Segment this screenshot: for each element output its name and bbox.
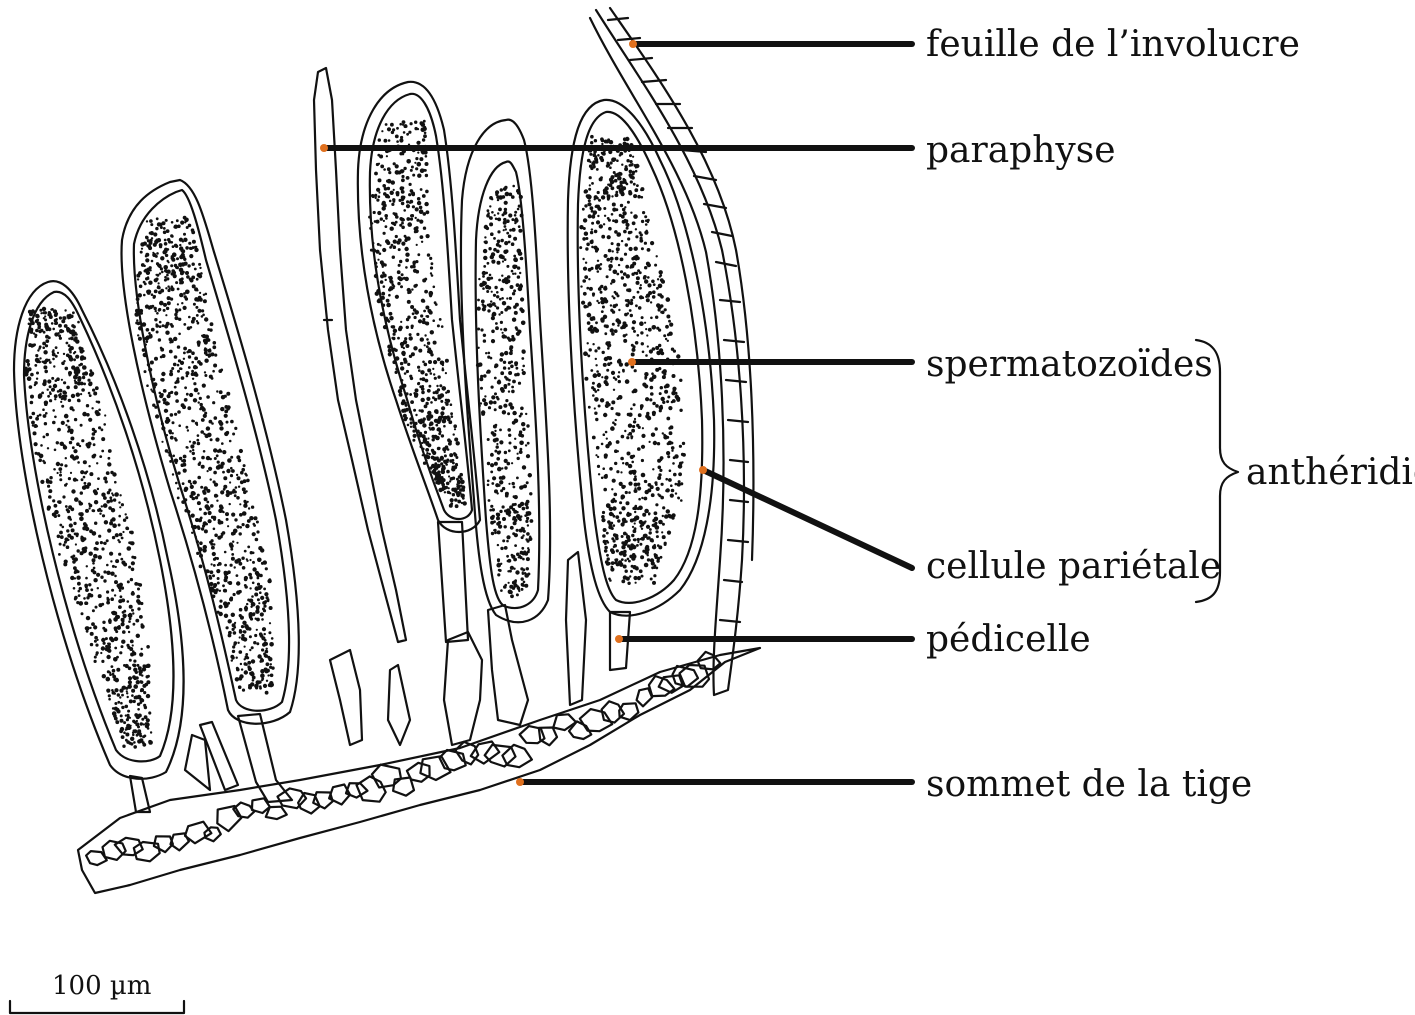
pointer-dot-sommet — [516, 778, 524, 786]
stem-cell — [502, 745, 532, 767]
label-pedicelle: pédicelle — [926, 619, 1091, 660]
stem-cell — [204, 827, 220, 841]
stem-cell — [407, 763, 430, 782]
pointer-dot-paraphyse — [320, 144, 328, 152]
antheridium-1 — [14, 281, 184, 812]
stem-cell — [217, 806, 241, 831]
pointer-dot-involucre — [629, 40, 637, 48]
label-paraphyse: paraphyse — [926, 130, 1116, 171]
stem-cell — [103, 841, 126, 860]
label-sommet-tige: sommet de la tige — [926, 764, 1252, 805]
label-antheridie: anthéridie — [1246, 452, 1415, 493]
scale-bar-line — [10, 1001, 184, 1013]
labels: feuille de l’involucre paraphyse spermat… — [926, 24, 1415, 805]
spermatozoid-mass-2 — [134, 216, 274, 695]
involucral-leaf — [590, 8, 753, 695]
antheridium-2 — [122, 180, 299, 802]
label-involucre: feuille de l’involucre — [926, 24, 1300, 65]
leader-cellule — [703, 470, 912, 568]
label-spermatozoides: spermatozoïdes — [926, 344, 1213, 385]
stem-cell — [357, 776, 386, 801]
stem-cell — [115, 838, 143, 855]
stem-cell — [185, 822, 211, 844]
antheridium-4 — [461, 120, 550, 623]
pointer-dot-pedicelle — [615, 635, 623, 643]
spermatozoid-mass-1 — [24, 306, 153, 749]
scale-bar: 100 µm — [10, 971, 184, 1013]
scale-bar-label: 100 µm — [52, 971, 151, 1001]
stem-cell — [266, 807, 287, 819]
antheridium-5 — [568, 100, 715, 670]
pointer-dot-spermatozoides — [628, 358, 636, 366]
stem-cell — [372, 765, 401, 788]
label-cellule-parietale: cellule pariétale — [926, 546, 1221, 587]
stem-apex-tissue — [78, 648, 760, 893]
pointer-dot-cellule — [699, 466, 707, 474]
